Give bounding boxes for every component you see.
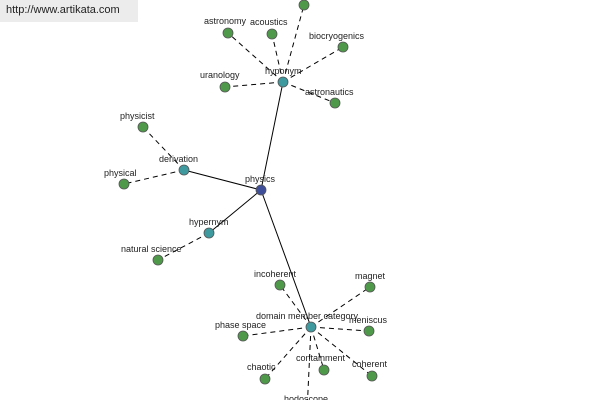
nodes-layer: physics hyponym derivation hypernym domain m… xyxy=(104,0,388,400)
graph-node-derivation[interactable]: derivation xyxy=(159,154,198,176)
edge-hypernym-to-natural-science xyxy=(157,232,210,261)
graph-node-hyponym[interactable]: hyponym xyxy=(265,66,302,88)
node-marker-natural-science[interactable] xyxy=(152,254,164,266)
node-label-uranology[interactable]: uranology xyxy=(200,70,240,80)
node-marker-hyponym-top[interactable] xyxy=(298,0,310,11)
node-label-domain-member-category[interactable]: domain member category xyxy=(256,311,359,321)
node-label-astronomy[interactable]: astronomy xyxy=(204,16,247,26)
graph-node-magnet[interactable]: magnet xyxy=(355,271,386,293)
node-label-meniscus[interactable]: meniscus xyxy=(349,315,388,325)
edge-domain-member-category-to-hodoscope xyxy=(307,326,312,400)
edge-derivation-to-physical xyxy=(123,169,185,185)
node-label-physical[interactable]: physical xyxy=(104,168,137,178)
node-marker-astronomy[interactable] xyxy=(222,27,234,39)
node-marker-meniscus[interactable] xyxy=(363,325,375,337)
node-label-phase-space[interactable]: phase space xyxy=(215,320,266,330)
node-marker-derivation[interactable] xyxy=(178,164,190,176)
edges-layer xyxy=(123,4,373,400)
node-label-derivation[interactable]: derivation xyxy=(159,154,198,164)
node-label-physicist[interactable]: physicist xyxy=(120,111,155,121)
node-marker-uranology[interactable] xyxy=(219,81,231,93)
graph-node-natural-science[interactable]: natural science xyxy=(121,244,182,266)
edge-physics-to-hypernym xyxy=(208,189,262,234)
edge-domain-member-category-to-chaotic xyxy=(264,326,312,380)
edge-domain-member-category-to-phase-space xyxy=(242,326,312,337)
edge-hyponym-to-uranology xyxy=(224,81,284,88)
edge-hyponym-to-hyponym-top xyxy=(282,4,305,83)
graph-node-meniscus[interactable]: meniscus xyxy=(349,315,388,337)
node-marker-physical[interactable] xyxy=(118,178,130,190)
node-marker-containment[interactable] xyxy=(318,364,330,376)
node-label-biocryogenics[interactable]: biocryogenics xyxy=(309,31,365,41)
node-marker-biocryogenics[interactable] xyxy=(337,41,349,53)
graph-node-domain-member-category[interactable]: domain member category xyxy=(256,311,359,333)
edge-hyponym-to-astronautics xyxy=(282,81,336,104)
node-label-physics[interactable]: physics xyxy=(245,174,276,184)
graph-node-hypernym[interactable]: hypernym xyxy=(189,217,229,239)
node-marker-magnet[interactable] xyxy=(364,281,376,293)
edge-domain-member-category-to-coherent xyxy=(310,326,373,377)
graph-node-containment[interactable]: containment xyxy=(296,353,346,376)
edge-derivation-to-physicist xyxy=(142,126,185,171)
node-label-chaotic[interactable]: chaotic xyxy=(247,362,276,372)
node-marker-physicist[interactable] xyxy=(137,121,149,133)
graph-node-astronautics[interactable]: astronautics xyxy=(305,87,354,109)
graph-node-uranology[interactable]: uranology xyxy=(200,70,240,93)
graph-node-incoherent[interactable]: incoherent xyxy=(254,269,297,291)
node-marker-physics[interactable] xyxy=(255,184,267,196)
graph-node-physicist[interactable]: physicist xyxy=(120,111,155,133)
graph-node-hodoscope[interactable]: hodoscope xyxy=(284,394,328,400)
node-label-magnet[interactable]: magnet xyxy=(355,271,386,281)
edge-domain-member-category-to-magnet xyxy=(310,286,371,328)
node-label-natural-science[interactable]: natural science xyxy=(121,244,182,254)
node-marker-phase-space[interactable] xyxy=(237,330,249,342)
graph-node-phase-space[interactable]: phase space xyxy=(215,320,266,342)
node-marker-coherent[interactable] xyxy=(366,370,378,382)
node-marker-chaotic[interactable] xyxy=(259,373,271,385)
source-url-badge[interactable]: http://www.artikata.com xyxy=(0,0,138,22)
edge-physics-to-domain-member-category xyxy=(260,189,312,328)
edge-physics-to-hyponym xyxy=(260,81,284,191)
node-label-incoherent[interactable]: incoherent xyxy=(254,269,297,279)
node-label-acoustics[interactable]: acoustics xyxy=(250,17,288,27)
node-marker-domain-member-category[interactable] xyxy=(305,321,317,333)
node-label-astronautics[interactable]: astronautics xyxy=(305,87,354,97)
graph-node-hyponym-top[interactable] xyxy=(298,0,310,11)
graph-node-acoustics[interactable]: acoustics xyxy=(250,17,288,40)
graph-node-biocryogenics[interactable]: biocryogenics xyxy=(309,31,365,53)
edge-hyponym-to-astronomy xyxy=(227,32,284,83)
edge-domain-member-category-to-containment xyxy=(310,326,325,371)
node-marker-hyponym[interactable] xyxy=(277,76,289,88)
node-marker-hypernym[interactable] xyxy=(203,227,215,239)
node-label-coherent[interactable]: coherent xyxy=(352,359,388,369)
graph-node-astronomy[interactable]: astronomy xyxy=(204,16,247,39)
graph-node-chaotic[interactable]: chaotic xyxy=(247,362,276,385)
node-label-containment[interactable]: containment xyxy=(296,353,346,363)
node-marker-acoustics[interactable] xyxy=(266,28,278,40)
edge-physics-to-derivation xyxy=(183,169,262,191)
edge-hyponym-to-biocryogenics xyxy=(282,46,344,83)
graph-node-coherent[interactable]: coherent xyxy=(352,359,388,382)
node-marker-astronautics[interactable] xyxy=(329,97,341,109)
node-label-hyponym[interactable]: hyponym xyxy=(265,66,302,76)
graph-node-physics[interactable]: physics xyxy=(245,174,276,196)
edge-domain-member-category-to-meniscus xyxy=(310,326,370,332)
graph-node-physical[interactable]: physical xyxy=(104,168,137,190)
node-label-hodoscope[interactable]: hodoscope xyxy=(284,394,328,400)
node-marker-incoherent[interactable] xyxy=(274,279,286,291)
node-label-hypernym[interactable]: hypernym xyxy=(189,217,229,227)
